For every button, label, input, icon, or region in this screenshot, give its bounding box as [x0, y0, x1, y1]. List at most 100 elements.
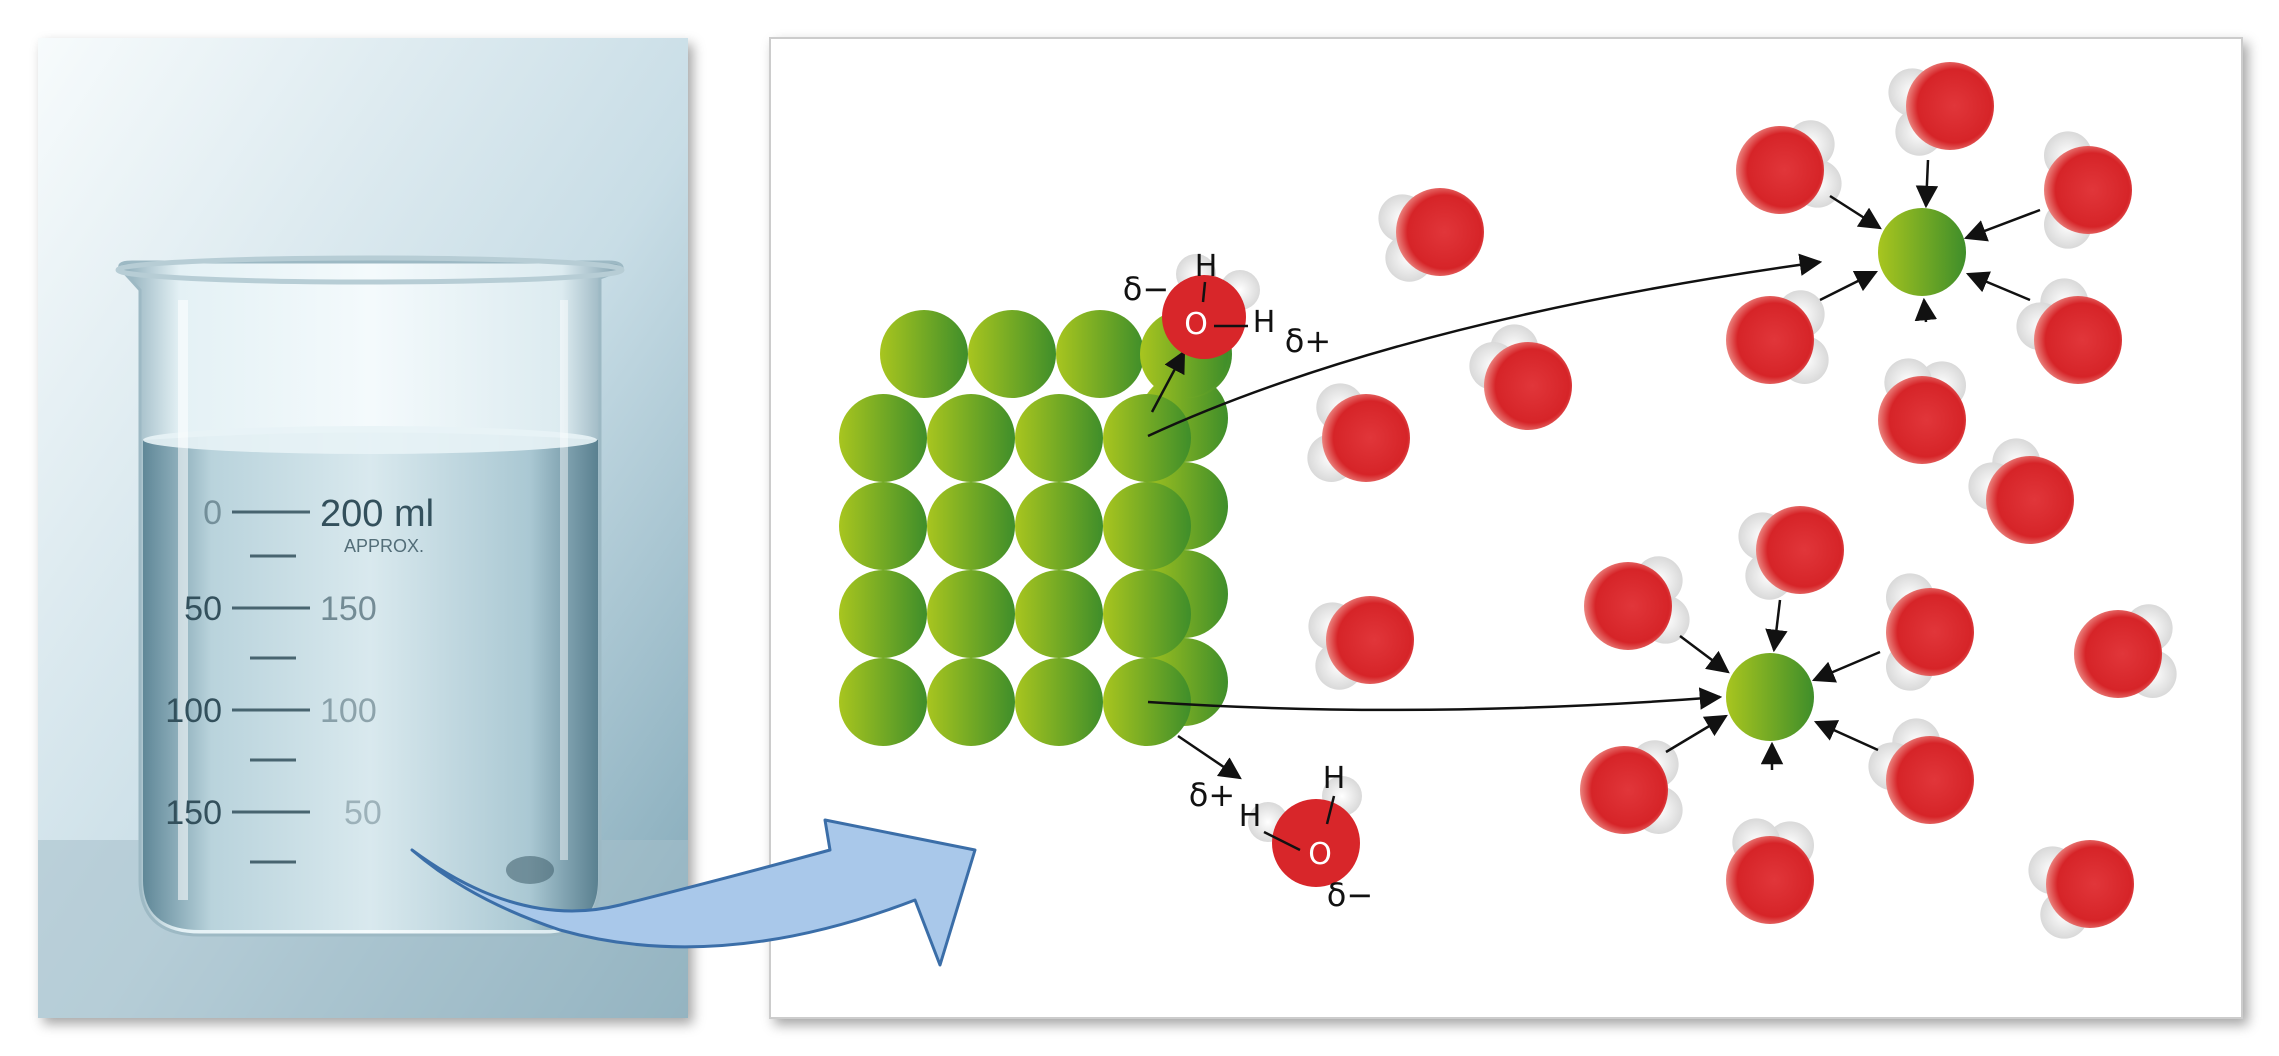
grad-approx: APPROX.: [344, 536, 424, 556]
lattice-ion: [1015, 394, 1103, 482]
atom-label-hydrogen: H: [1239, 799, 1262, 834]
oxygen-atom: [1326, 596, 1414, 684]
arrow: [1150, 350, 1186, 413]
partial-charge-negative: δ−: [1327, 876, 1373, 914]
water-molecule: [1968, 438, 2074, 544]
lattice-ion: [1103, 570, 1191, 658]
oxygen-atom: [1726, 296, 1814, 384]
arrow: [1965, 271, 2031, 302]
oxygen-atom: [1986, 456, 2074, 544]
grad-right-150: 150: [320, 590, 377, 628]
oxygen-atom: [1886, 736, 1974, 824]
water-molecule: [1308, 596, 1414, 690]
atom-label-hydrogen: H: [1195, 249, 1218, 284]
water-molecule: [1888, 62, 1994, 156]
water-molecule: [1886, 573, 1974, 691]
lattice-ion: [880, 310, 968, 398]
lattice-ion: [927, 394, 1015, 482]
water-molecule: [1469, 324, 1572, 430]
water-molecule: [2074, 604, 2177, 698]
oxygen-atom: [1878, 376, 1966, 464]
oxygen-atom: [1736, 126, 1824, 214]
oxygen-atom: [1322, 394, 1410, 482]
arrow: [1147, 253, 1823, 438]
arrow: [1811, 650, 1881, 683]
lattice-ion: [927, 570, 1015, 658]
oxygen-atom: [2074, 610, 2162, 698]
arrow: [1177, 734, 1242, 780]
atom-label-hydrogen: H: [1323, 761, 1346, 796]
partial-charge-negative: δ−: [1123, 270, 1169, 308]
oxygen-atom: [1726, 836, 1814, 924]
partial-charge-positive: δ+: [1189, 776, 1235, 814]
arrow: [1914, 297, 1938, 323]
oxygen-atom: [1584, 562, 1672, 650]
water-molecule: [2028, 840, 2134, 939]
oxygen-atom: [1580, 746, 1668, 834]
grad-right-200ml: 200 ml: [320, 493, 434, 535]
lattice-ion: [839, 394, 927, 482]
grad-right-50: 50: [344, 794, 382, 832]
water-molecule: [1736, 120, 1842, 214]
water-molecule: [1738, 506, 1844, 600]
grad-left-100: 100: [165, 692, 222, 730]
water-molecule: [1378, 188, 1484, 282]
lattice-ion: [1056, 310, 1144, 398]
arrow: [1147, 687, 1723, 712]
lattice-ion: [1015, 658, 1103, 746]
grad-left-50: 50: [184, 590, 222, 628]
water-molecule: [1726, 290, 1829, 384]
arrow: [1679, 635, 1730, 674]
lattice-ion: [927, 482, 1015, 570]
oxygen-atom: [1484, 342, 1572, 430]
water-molecule: [2044, 131, 2132, 249]
lattice-ion: [839, 570, 927, 658]
lattice-ion: [839, 658, 927, 746]
water-molecule: [1878, 358, 1966, 464]
lattice-ion: [839, 482, 927, 570]
oxygen-atom: [1906, 62, 1994, 150]
lattice-ion: [1103, 394, 1191, 482]
water-molecule: [2016, 278, 2122, 384]
arrow: [1765, 599, 1788, 653]
arrow: [1829, 194, 1882, 230]
lattice-ion: [1015, 570, 1103, 658]
oxygen-atom: [2046, 840, 2134, 928]
oxygen-atom: [2034, 296, 2122, 384]
water-molecule: [1307, 383, 1410, 482]
grad-left-150: 150: [165, 794, 222, 832]
water-molecule: [1726, 818, 1814, 924]
grad-right-100: 100: [320, 692, 377, 730]
labeled-water-bottom: O H H δ+ δ−: [1189, 761, 1373, 914]
water-molecule: [1868, 718, 1974, 824]
hydrated-ion-top: [1878, 208, 1966, 296]
atom-label-oxygen: O: [1308, 837, 1332, 872]
oxygen-atom: [2044, 146, 2132, 234]
lattice-ion: [1103, 658, 1191, 746]
zoom-transfer-arrow: [410, 818, 977, 967]
lattice-ion: [968, 310, 1056, 398]
arrow: [1819, 270, 1879, 302]
arrow: [1963, 208, 2041, 242]
arrow: [1665, 714, 1728, 754]
oxygen-atom: [1886, 588, 1974, 676]
atom-label-hydrogen: H: [1253, 305, 1276, 340]
labeled-water-top: O H H δ− δ+: [1123, 249, 1331, 360]
partial-charge-positive: δ+: [1285, 322, 1331, 360]
lattice-ion: [927, 658, 1015, 746]
beaker-graduations: [232, 510, 310, 864]
atom-label-oxygen: O: [1184, 307, 1208, 342]
lattice-ion: [1103, 482, 1191, 570]
beaker-photo-panel: 0 50 100 150 200 ml APPROX. 150 100 50: [38, 38, 688, 1018]
arrow: [1915, 159, 1939, 209]
water-molecules: [1307, 62, 2177, 939]
interaction-arrows: [1147, 159, 2041, 780]
grad-left-0: 0: [203, 494, 222, 532]
water-molecule: [1584, 556, 1690, 650]
lattice-ion: [1015, 482, 1103, 570]
oxygen-atom: [1756, 506, 1844, 594]
hydrated-ion-bottom: [1726, 653, 1814, 741]
oxygen-atom: [1396, 188, 1484, 276]
